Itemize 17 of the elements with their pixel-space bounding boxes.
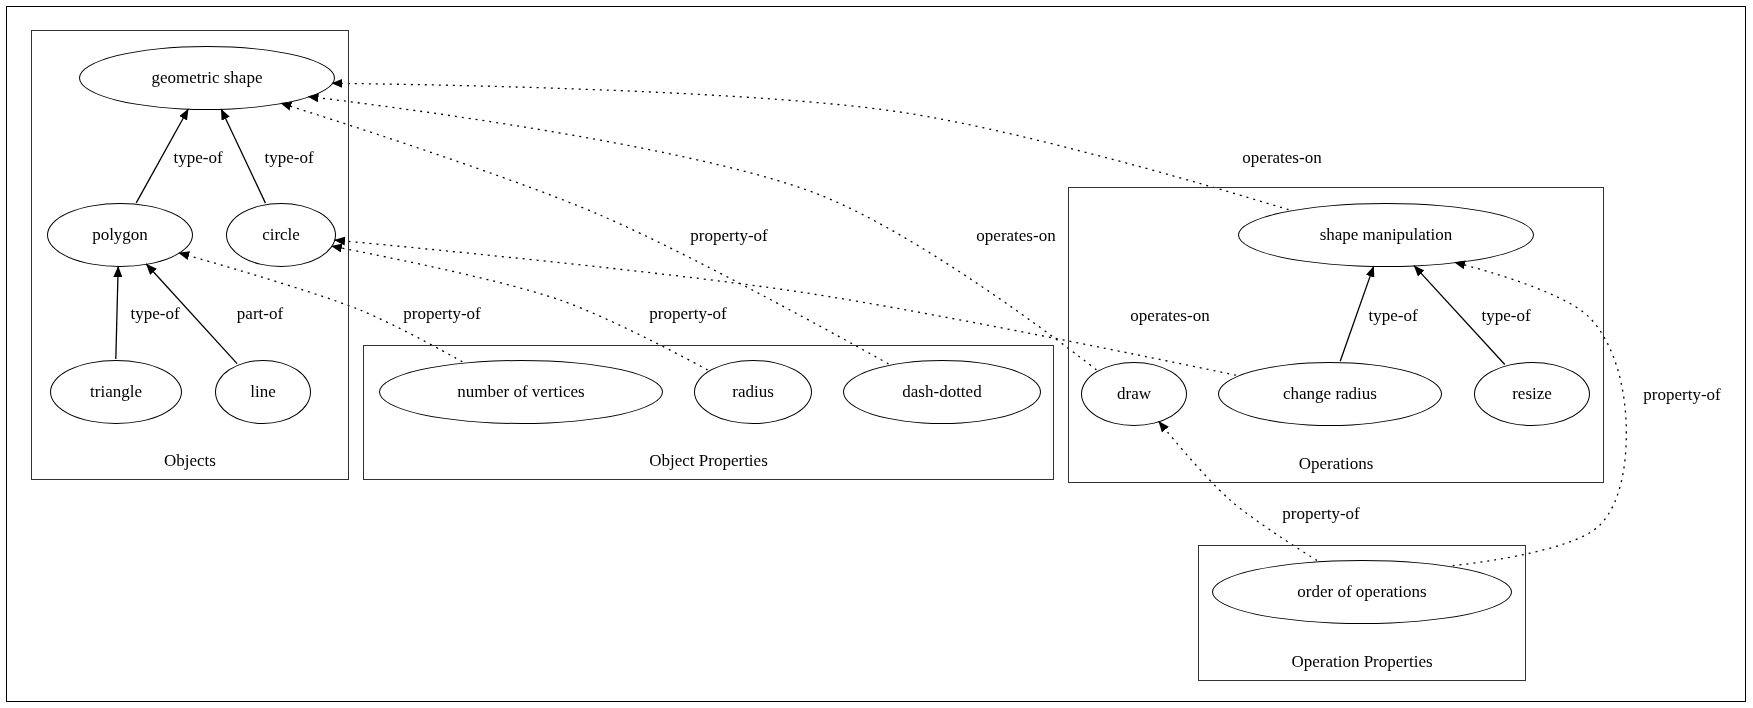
arrow [1413,264,1506,366]
arrow [145,263,238,365]
cluster-box [363,345,1054,480]
dotted-arrow [330,243,709,371]
dotted-arrow [333,236,1237,376]
cluster-box [1198,545,1526,681]
arrow [220,108,267,204]
cluster-label: Operation Properties [1291,652,1433,672]
cluster-label: Object Properties [649,451,768,471]
dotted-arrow [1157,420,1318,562]
arrow [1339,265,1375,362]
arrow [113,265,123,360]
dotted-arrow [1452,260,1627,567]
cluster-label: Objects [164,451,216,471]
arrow [135,108,190,204]
cluster-label: Operations [1298,454,1374,474]
dotted-arrow [279,102,890,365]
